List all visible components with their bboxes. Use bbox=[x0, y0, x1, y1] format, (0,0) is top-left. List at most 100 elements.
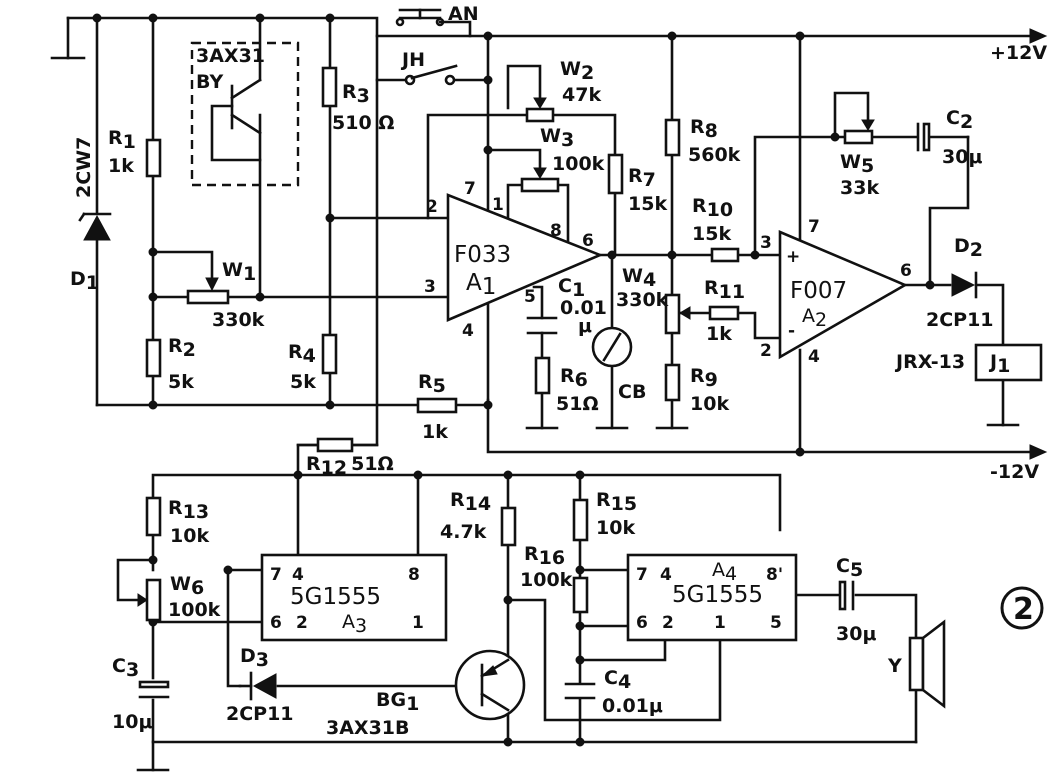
wire bbox=[551, 113, 617, 157]
wire bbox=[753, 135, 847, 257]
resistor-r9 bbox=[664, 363, 681, 402]
transistor-body bbox=[454, 649, 526, 721]
capacitor-c2 bbox=[916, 122, 931, 152]
potentiometer-w6 bbox=[137, 578, 162, 622]
junction-dot bbox=[293, 470, 303, 480]
wire bbox=[486, 148, 542, 172]
label-relay-type: JRX-13 bbox=[894, 351, 965, 373]
label-c3: C3 bbox=[112, 655, 139, 681]
pin-a1-7: 7 bbox=[464, 179, 476, 199]
junction-dot bbox=[575, 621, 585, 631]
junction-dot bbox=[795, 31, 805, 41]
label-r2: R2 bbox=[168, 335, 196, 361]
label-w5-value: 33k bbox=[840, 177, 879, 199]
wire bbox=[226, 568, 242, 688]
pin-a4-2: 2 bbox=[662, 613, 674, 633]
pin-a2-plus: + bbox=[786, 247, 800, 267]
capacitor-c4 bbox=[564, 682, 596, 700]
resistor-r11 bbox=[708, 305, 740, 321]
label-relay-name: J1 bbox=[988, 351, 1010, 377]
relay-j1 bbox=[974, 343, 1043, 382]
resistor-r12 bbox=[316, 437, 354, 453]
label-w1-value: 330k bbox=[212, 309, 265, 331]
pot-body bbox=[145, 578, 162, 622]
potentiometer-w4 bbox=[664, 293, 691, 335]
label-bg1-type: 3AX31B bbox=[326, 717, 410, 739]
label-w5: W5 bbox=[840, 151, 874, 177]
label-bg1: BG1 bbox=[376, 689, 419, 715]
cap-plate bbox=[922, 122, 931, 152]
pin-a1-3: 3 bbox=[424, 277, 436, 297]
resistor-r4 bbox=[321, 333, 338, 375]
junction-dot bbox=[830, 132, 840, 142]
label-cb: CB bbox=[618, 381, 646, 403]
diode-symbol bbox=[252, 673, 277, 699]
wire bbox=[66, 16, 1032, 38]
switch-jh bbox=[404, 64, 458, 86]
capacitor-c3 bbox=[138, 680, 170, 699]
resistor-r3 bbox=[321, 66, 338, 108]
transistor-lead bbox=[230, 78, 262, 100]
label-w2: W2 bbox=[560, 58, 594, 84]
junction-dot bbox=[925, 280, 935, 290]
wire bbox=[854, 593, 918, 640]
pin-a2-6: 6 bbox=[900, 261, 912, 281]
wire bbox=[486, 398, 1032, 454]
junction-dot bbox=[575, 565, 585, 575]
junction-dot bbox=[325, 13, 335, 23]
pot-wiper bbox=[861, 119, 875, 131]
resistor-r13 bbox=[145, 496, 162, 537]
label-d2: D2 bbox=[954, 235, 983, 261]
label-r5-value: 1k bbox=[422, 421, 448, 443]
label-d1-type: 2CW7 bbox=[73, 137, 95, 198]
ic-a3-5g1555 bbox=[260, 553, 448, 642]
meter-needle bbox=[602, 332, 622, 362]
label-a1-name: A1 bbox=[466, 270, 496, 300]
label-plus12v: +12V bbox=[990, 42, 1047, 64]
label-r8-value: 560k bbox=[688, 144, 741, 166]
label-r11: R11 bbox=[704, 277, 745, 303]
label-r8: R8 bbox=[690, 116, 718, 142]
opamp-a1 bbox=[446, 193, 604, 322]
resistor-r2 bbox=[145, 338, 162, 378]
pin-a3-7: 7 bbox=[270, 565, 282, 585]
wire bbox=[736, 311, 782, 340]
junction-dot bbox=[503, 737, 513, 747]
label-r2-value: 5k bbox=[168, 371, 194, 393]
pot-wiper bbox=[533, 97, 547, 109]
opamp-a2 bbox=[778, 230, 908, 360]
label-minus12v: -12V bbox=[990, 461, 1039, 483]
transistor-bg1 bbox=[454, 649, 526, 721]
junction-dot bbox=[575, 655, 585, 665]
resistor-r5 bbox=[416, 397, 458, 414]
label-d1: D1 bbox=[70, 268, 99, 294]
pin-a4-5: 5 bbox=[770, 613, 782, 633]
arrow-minus12v bbox=[1029, 444, 1048, 460]
label-r10: R10 bbox=[692, 195, 733, 221]
transistor-lead bbox=[230, 113, 262, 135]
meter-cb bbox=[591, 326, 633, 368]
pin-a2-minus: - bbox=[788, 321, 795, 341]
label-d3: D3 bbox=[240, 645, 269, 671]
switch-terminal bbox=[444, 74, 456, 86]
pin-a4-7: 7 bbox=[636, 565, 648, 585]
transistor-lead bbox=[480, 692, 510, 712]
label-a4-type: 5G1555 bbox=[672, 582, 763, 608]
junction-dot bbox=[607, 250, 617, 260]
wire bbox=[928, 135, 970, 287]
pot-body bbox=[664, 293, 681, 335]
pot-body bbox=[525, 107, 555, 123]
label-r6: R6 bbox=[560, 365, 588, 391]
label-r11-value: 1k bbox=[706, 323, 732, 345]
junctions bbox=[92, 13, 935, 747]
pin-a3-2: 2 bbox=[296, 613, 308, 633]
label-r1-value: 1k bbox=[108, 155, 134, 177]
wire bbox=[506, 64, 542, 110]
label-c5: C5 bbox=[836, 555, 863, 581]
label-r16: R16 bbox=[524, 543, 565, 569]
label-w3-value: 100k bbox=[552, 153, 605, 175]
junction-dot bbox=[92, 13, 102, 23]
junction-dot bbox=[575, 470, 585, 480]
potentiometer-w3 bbox=[520, 167, 560, 193]
